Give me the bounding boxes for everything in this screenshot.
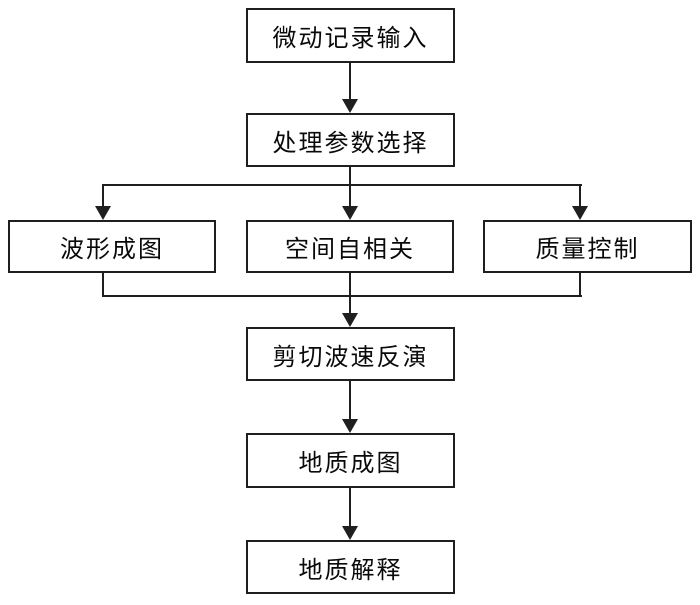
node-waveform-mapping: 波形成图 — [8, 220, 216, 273]
connector-inversion-geomap — [349, 381, 351, 421]
node-spatial-autocorrelation: 空间自相关 — [246, 220, 454, 273]
node-microtremor-record-input: 微动记录输入 — [246, 8, 455, 63]
connector-merge-inversion — [349, 273, 351, 315]
node-shear-wave-velocity-inversion: 剪切波速反演 — [246, 327, 455, 381]
node-label: 空间自相关 — [285, 236, 415, 263]
merge-bar — [102, 295, 582, 297]
node-label: 剪切波速反演 — [272, 343, 429, 371]
node-label: 地质解释 — [298, 556, 403, 584]
arrowhead-down-icon — [342, 313, 358, 327]
connector-input-params — [349, 63, 351, 101]
node-label: 地质成图 — [298, 450, 403, 477]
node-geological-mapping: 地质成图 — [246, 433, 455, 488]
connector-branch-waveform — [102, 184, 104, 206]
node-label: 处理参数选择 — [272, 129, 429, 157]
node-quality-control: 质量控制 — [483, 220, 692, 273]
arrowhead-down-icon — [95, 206, 111, 220]
node-label: 质量控制 — [535, 236, 640, 263]
connector-params-stem — [349, 167, 351, 206]
branch-bar — [102, 184, 582, 186]
connector-branch-qc — [579, 184, 581, 206]
connector-qc-merge — [579, 273, 581, 297]
arrowhead-down-icon — [342, 526, 358, 540]
arrowhead-down-icon — [342, 99, 358, 113]
connector-geomap-interp — [349, 488, 351, 528]
connector-waveform-merge — [102, 273, 104, 297]
arrowhead-down-icon — [342, 419, 358, 433]
arrowhead-down-icon — [572, 206, 588, 220]
arrowhead-down-icon — [342, 206, 358, 220]
node-label: 微动记录输入 — [272, 25, 429, 52]
node-label: 波形成图 — [60, 236, 164, 263]
node-processing-parameter-selection: 处理参数选择 — [246, 113, 455, 167]
node-geological-interpretation: 地质解释 — [246, 540, 455, 594]
